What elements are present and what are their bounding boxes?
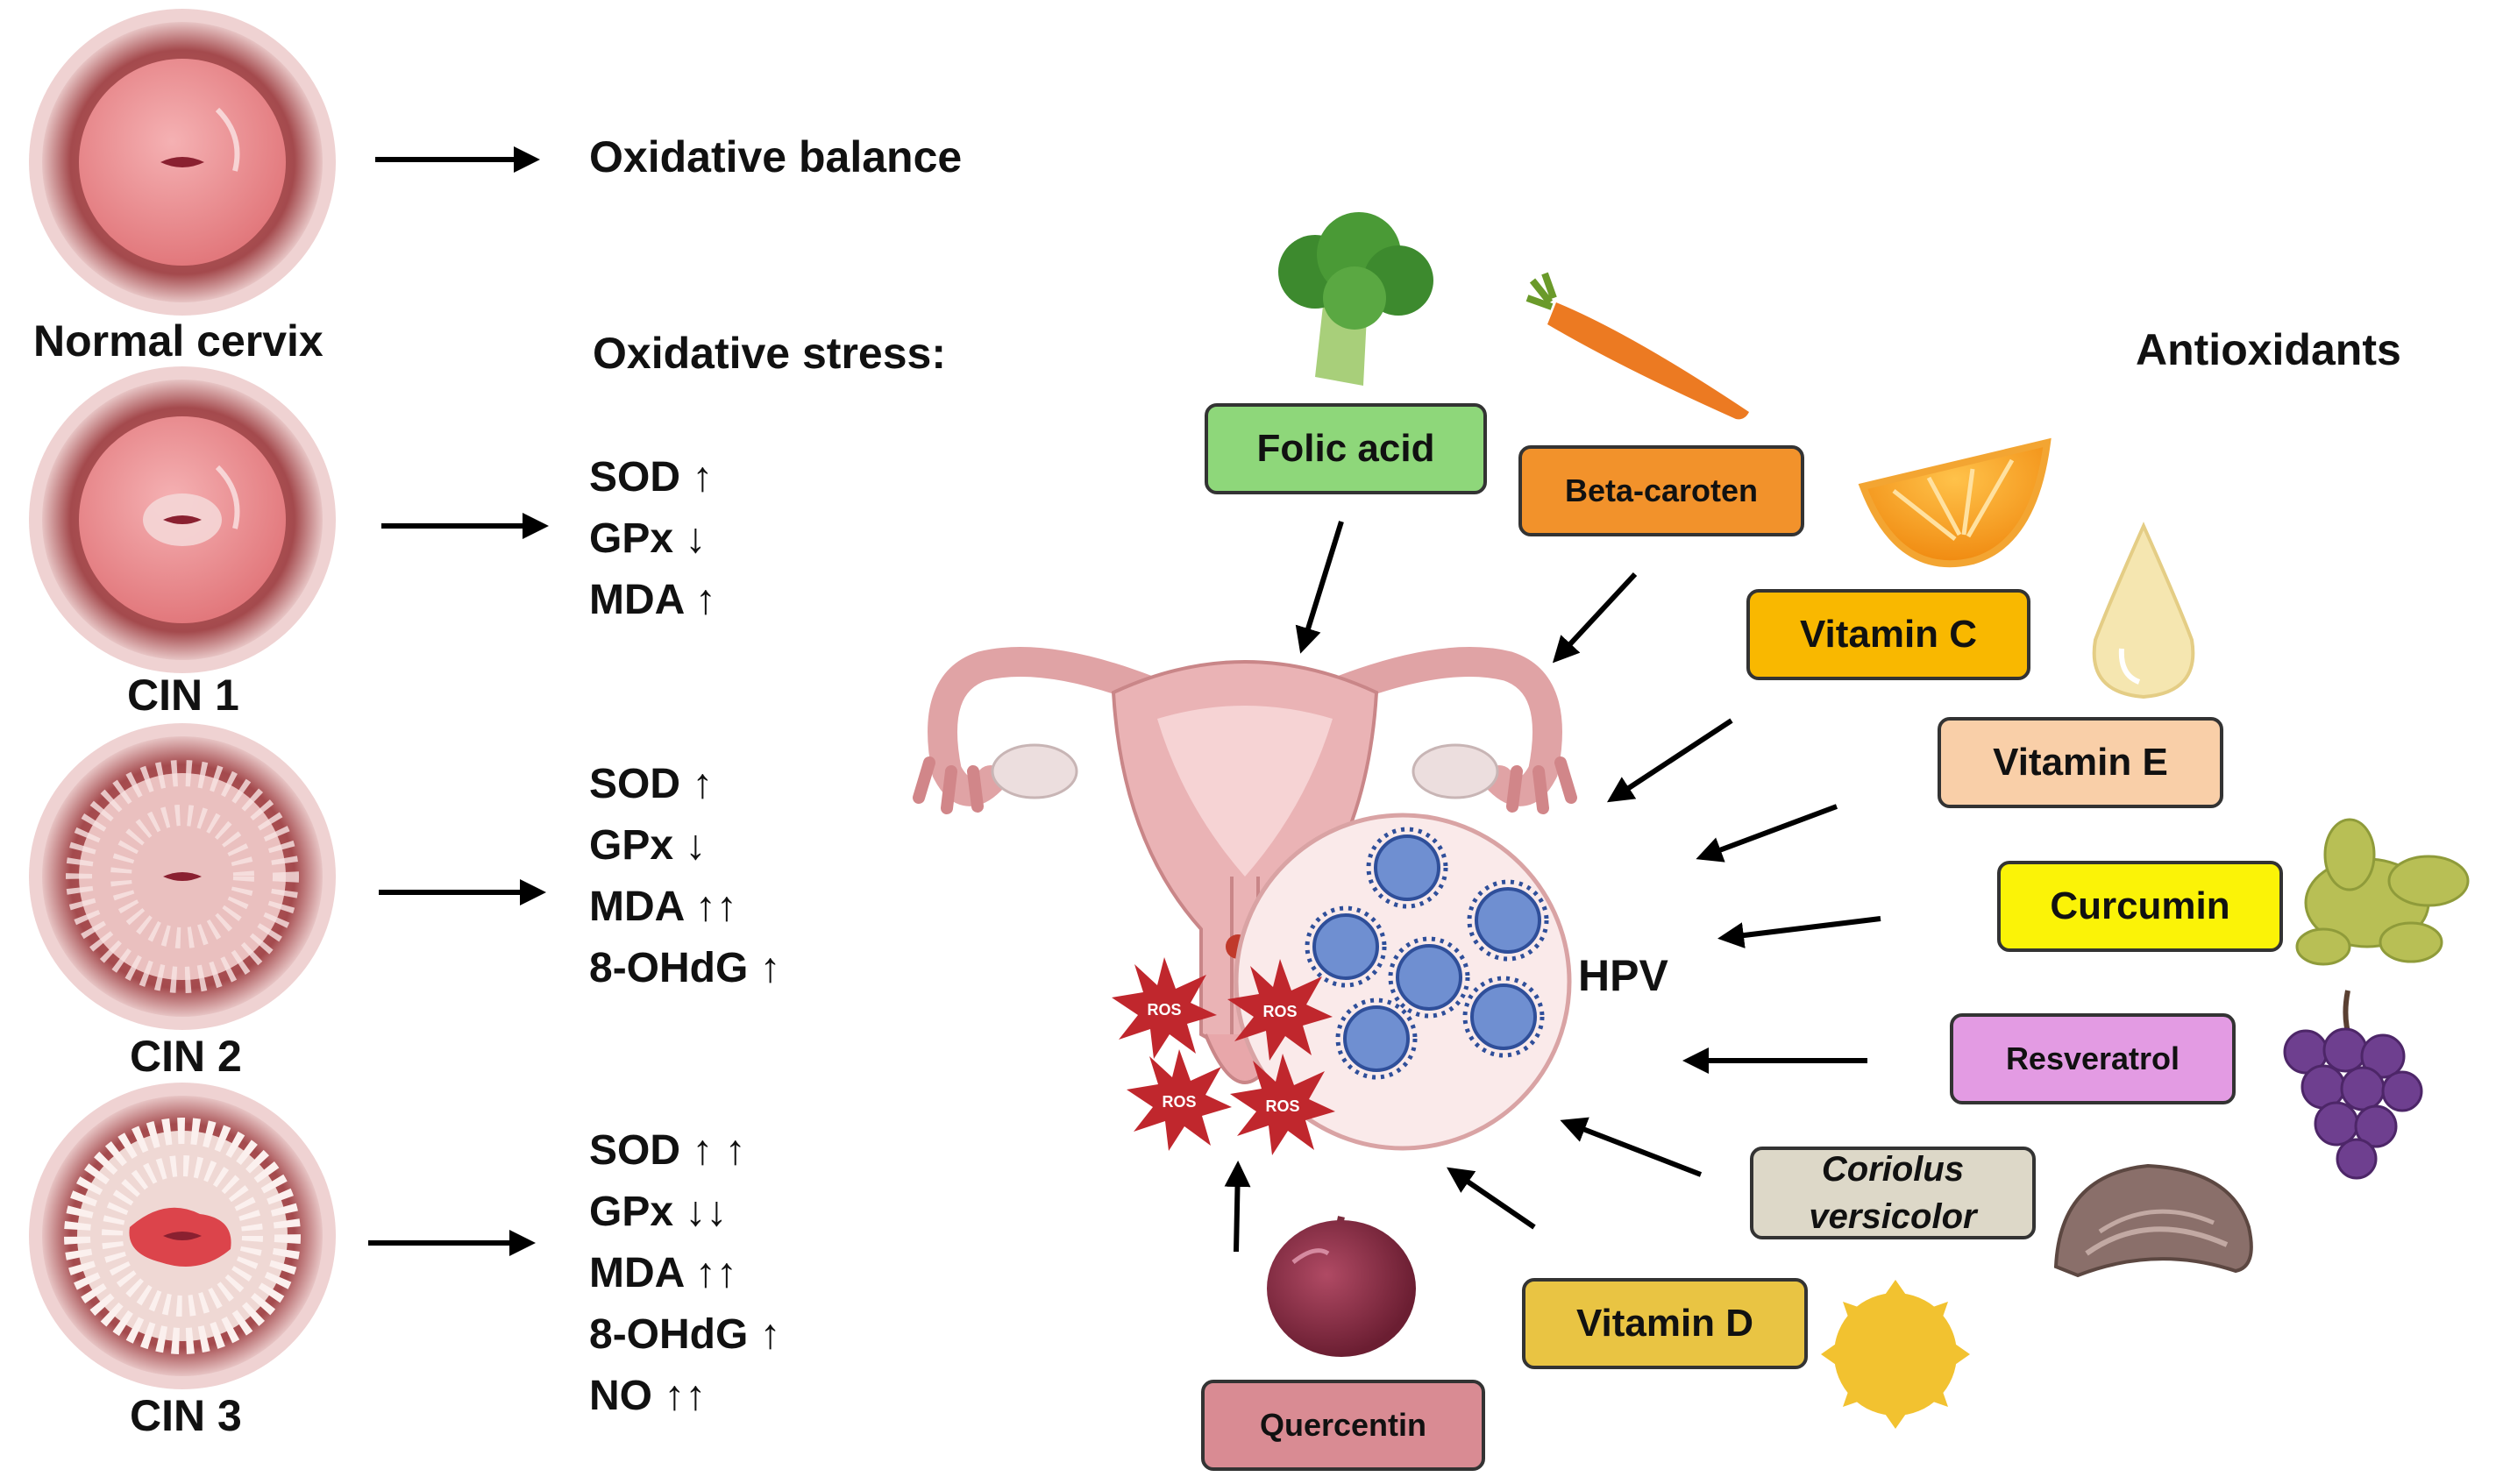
arrow-coriolus [1560,1117,1703,1177]
turmeric-root-icon [2295,818,2470,966]
grapes-icon [2283,990,2423,1180]
marker-item: GPx ↓↓ [589,1189,728,1235]
orange-slice-icon [1858,437,2052,568]
arrow-curcumin [1717,916,1881,948]
marker-item: 8-OHdG ↑ [589,945,781,991]
marker-item: GPx ↓ [589,822,707,869]
antioxidant-box-beta-caroten: Beta-caroten [1518,445,1804,536]
arrow-vitamin-c [1606,718,1733,803]
broccoli-icon [1278,212,1433,386]
arrow-beta-caroten [1552,572,1638,664]
ros-label: ROS [1162,1093,1196,1111]
marker-item: GPx ↓ [589,515,707,562]
antioxidant-box-folic-acid: Folic acid [1205,403,1487,494]
ros-label: ROS [1265,1097,1299,1115]
antioxidant-box-vitamin-d: Vitamin D [1522,1278,1808,1369]
uterus-illustration [913,647,1577,1084]
carrot-icon [1525,272,1749,420]
arrow-folic-acid [1295,521,1344,654]
marker-item: 8-OHdG ↑ [589,1311,781,1358]
ros-label: ROS [1147,1001,1181,1019]
ros-star-1: ROS [1112,957,1217,1059]
arrow-vitamin-e [1696,804,1838,863]
stage-label-normal: Normal cervix [33,316,324,366]
cervix-cin2-illustration [29,723,336,1030]
marker-item: MDA ↑↑ [589,884,737,930]
marker-item: SOD ↑ ↑ [589,1127,746,1174]
hpv-inset [1234,813,1572,1151]
mushroom-icon [2053,1163,2253,1278]
ros-cluster: ROS ROS ROS ROS [1112,957,1335,1155]
antioxidant-box-curcumin: Curcumin [1997,861,2283,952]
cervix-cin3-illustration [29,1083,336,1389]
marker-item: MDA ↑↑ [589,1250,737,1296]
cin2-marker-list: SOD ↑ GPx ↓ MDA ↑↑ 8-OHdG ↑ [589,754,781,999]
stage-label-cin2: CIN 2 [130,1032,242,1081]
marker-item: SOD ↑ [589,761,714,807]
ros-star-3: ROS [1127,1049,1232,1151]
sun-icon [1821,1280,1970,1429]
ros-star-2: ROS [1227,959,1333,1061]
cervix-normal-illustration [29,9,336,316]
ros-star-4: ROS [1230,1054,1335,1155]
stage-label-cin1: CIN 1 [127,671,239,720]
marker-item: SOD ↑ [589,454,714,501]
hpv-virus-particles [1312,834,1541,1072]
oxidative-stress-heading: Oxidative stress: [593,329,946,378]
oxidative-balance-label: Oxidative balance [589,132,963,181]
arrow-vitamin-d [1447,1167,1536,1230]
cin1-marker-list: SOD ↑ GPx ↓ MDA ↑ [589,447,716,631]
cervix-cin1-illustration [29,366,336,673]
oil-drop-icon [2092,522,2195,699]
antioxidant-box-quercentin: Quercentin [1201,1380,1485,1471]
marker-item: NO ↑↑ [589,1373,707,1419]
hpv-label: HPV [1578,951,1668,1000]
arrow-quercentin [1224,1161,1251,1253]
antioxidant-box-resveratrol: Resveratrol [1950,1013,2236,1104]
antioxidants-heading: Antioxidants [2136,325,2401,374]
ros-label: ROS [1262,1003,1297,1020]
antioxidant-box-coriolus-versicolor: Coriolus versicolor [1750,1147,2036,1239]
antioxidant-box-vitamin-e: Vitamin E [1938,717,2223,808]
cin3-marker-list: SOD ↑ ↑ GPx ↓↓ MDA ↑↑ 8-OHdG ↑ NO ↑↑ [589,1120,781,1427]
antioxidant-box-vitamin-c: Vitamin C [1746,589,2030,680]
marker-item: MDA ↑ [589,577,716,623]
onion-icon [1267,1216,1416,1357]
stage-label-cin3: CIN 3 [130,1391,242,1440]
